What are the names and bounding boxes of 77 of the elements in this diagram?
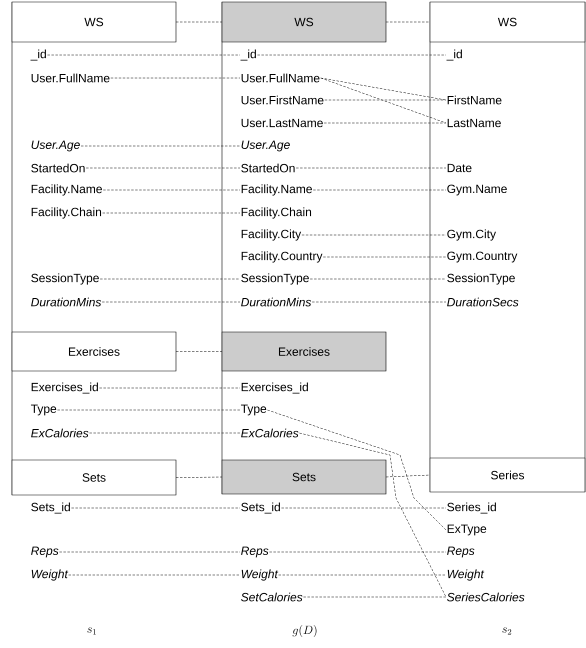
dashed-line xyxy=(47,54,240,56)
table-header: WS xyxy=(12,2,176,42)
field-name: Facility.Chain xyxy=(242,207,312,219)
field-name: User.Age xyxy=(242,140,290,152)
field-name: Facility.Name xyxy=(242,184,312,196)
table-header: WS xyxy=(222,2,386,42)
field-name: StartedOn xyxy=(31,164,85,172)
field-name: Type xyxy=(30,404,56,416)
field-name: Sets_id xyxy=(31,502,70,514)
field-name: Facility.Country xyxy=(242,251,322,263)
field-name: Exercises_id xyxy=(32,382,98,394)
field-name: Exercises_id xyxy=(242,382,308,394)
field-name: DurationSecs xyxy=(447,298,518,306)
field-name: Gym.Name xyxy=(447,184,507,196)
dashed-line xyxy=(322,256,446,258)
field-name: SetCalories xyxy=(241,592,302,602)
schema-label: $s_1$ xyxy=(87,627,96,634)
dashed-line xyxy=(302,234,446,236)
dashed-line xyxy=(310,278,446,280)
field-name: SessionType xyxy=(31,273,99,285)
field-name: Weight xyxy=(32,569,68,581)
field-name: Reps xyxy=(447,546,474,558)
field-name: SessionType xyxy=(447,273,515,285)
field-name: SeriesCalories xyxy=(447,592,524,602)
field-name: Reps xyxy=(241,546,268,558)
dashed-line xyxy=(176,476,222,478)
field-name: ExCalories xyxy=(31,428,88,438)
field-name: _id xyxy=(30,49,46,61)
dashed-line xyxy=(68,574,240,576)
dashed-line xyxy=(278,574,446,576)
field-name: ExType xyxy=(448,524,486,536)
dashed-line xyxy=(324,122,446,124)
dashed-line xyxy=(320,78,446,124)
dashed-line xyxy=(320,78,446,100)
dashed-line xyxy=(102,212,240,214)
field-name: User.LastName xyxy=(242,118,323,128)
field-name: Series_id xyxy=(447,502,496,514)
dashed-line xyxy=(303,596,446,598)
dashed-line xyxy=(89,432,240,434)
field-name: Gym.Country xyxy=(447,252,518,262)
field-name: Date xyxy=(448,164,472,172)
field-name: StartedOn xyxy=(241,164,295,172)
dashed-line xyxy=(100,278,240,280)
field-name: DurationMins xyxy=(241,298,312,306)
table-header: Exercises xyxy=(222,332,386,372)
field-name: ExCalories xyxy=(241,428,298,438)
table-header: Series xyxy=(430,458,586,492)
schema-label: $g(D)$ xyxy=(292,625,316,637)
field-name: Weight xyxy=(242,569,278,581)
field-name: User.FullName xyxy=(32,74,110,82)
field-name: User.Age xyxy=(32,140,80,152)
field-name: Weight xyxy=(448,569,484,581)
field-name: Facility.Name xyxy=(32,184,102,196)
field-name: SessionType xyxy=(241,273,309,285)
field-name: DurationMins xyxy=(31,298,102,306)
schema-label: $s_2$ xyxy=(502,627,512,634)
field-name: FirstName xyxy=(448,96,502,104)
field-name: _id xyxy=(446,49,462,61)
field-name: _id xyxy=(240,49,256,61)
table-header: Sets xyxy=(12,460,176,496)
field-name: Gym.City xyxy=(447,229,496,241)
dashed-line xyxy=(386,474,430,478)
dashed-line xyxy=(176,351,222,352)
field-name: Facility.Chain xyxy=(32,207,102,219)
field-name: User.FullName xyxy=(242,74,320,82)
table-header: Exercises xyxy=(12,332,176,372)
field-name: LastName xyxy=(448,118,501,128)
field-name: Facility.City xyxy=(242,229,302,241)
field-name: Type xyxy=(240,404,266,416)
table-header: Sets xyxy=(222,460,386,494)
field-name: Reps xyxy=(31,546,58,558)
field-name: Sets_id xyxy=(241,502,280,514)
field-name: User.FirstName xyxy=(242,96,324,104)
table-header: WS xyxy=(430,2,586,42)
dashed-line xyxy=(299,432,446,598)
dashed-line xyxy=(257,54,446,56)
dashed-line xyxy=(267,410,446,530)
